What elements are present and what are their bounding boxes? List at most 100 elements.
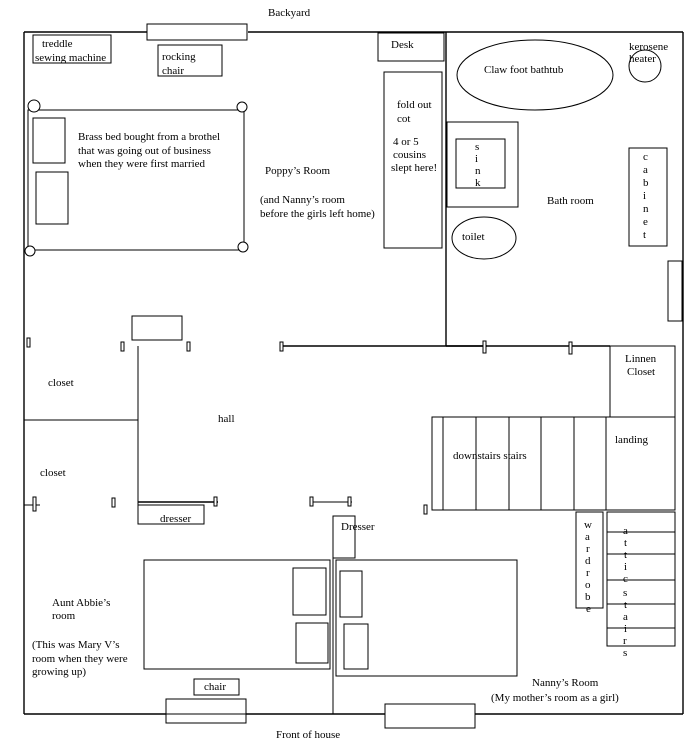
abbie-note-2: room when they were	[32, 653, 128, 665]
closet-label-lower: closet	[40, 467, 66, 479]
pillow	[35, 171, 69, 225]
window-top	[146, 23, 248, 41]
linen-closet	[609, 345, 676, 419]
interior-walls	[24, 32, 610, 715]
toilet	[451, 216, 517, 260]
cabinet-letter: b	[643, 177, 649, 189]
kerosene-heater	[628, 49, 662, 83]
sink-letter-s: s	[475, 141, 479, 153]
cot-label-2: cot	[397, 113, 410, 125]
sink-letter-k: k	[475, 177, 481, 189]
nanny-name: Nanny’s Room	[532, 677, 599, 689]
poppys-room-note-1: (and Nanny’s room	[260, 194, 345, 206]
cabinet-letter: a	[643, 164, 648, 176]
hall-label: hall	[218, 413, 235, 425]
cabinet-letter: n	[643, 203, 649, 215]
abbie-name-2: room	[52, 610, 76, 622]
heater-label-2: heater	[629, 53, 656, 65]
nanny-note: (My mother’s room as a girl)	[491, 692, 619, 704]
linen-closet-label-2: Closet	[627, 366, 655, 378]
toilet-label: toilet	[462, 231, 485, 243]
closet-label-upper: closet	[48, 377, 74, 389]
pillow	[292, 567, 327, 616]
wardrobe-letter: b	[585, 591, 591, 603]
door-markers	[26, 337, 573, 515]
treddle-label-2: sewing machine	[35, 52, 106, 64]
heater-label-1: kerosene	[629, 41, 668, 53]
treddle-sewing-machine	[32, 34, 112, 64]
attic-letter: i	[624, 623, 627, 635]
landing-label: landing	[615, 434, 648, 446]
pillow	[339, 570, 363, 618]
treddle-label-1: treddle	[42, 38, 73, 50]
attic-letter: t	[624, 549, 627, 561]
linen-closet-label-1: Linnen	[625, 353, 657, 365]
attic-letter: t	[624, 537, 627, 549]
poppys-room: treddle sewing machine rocking chair Bra…	[24, 32, 445, 341]
attic-stairs: a t t i c s t a i r s	[606, 511, 676, 659]
abbie-note-3: growing up)	[32, 666, 86, 678]
poppys-room-name: Poppy’s Room	[265, 165, 331, 177]
bathtub-label: Claw foot bathtub	[484, 64, 564, 76]
big-dresser-label: Dresser	[341, 521, 375, 533]
doorway-box	[131, 315, 183, 341]
small-dresser	[137, 504, 205, 525]
wardrobe-letter: w	[584, 519, 592, 531]
window-bottom-right	[384, 703, 476, 729]
attic-letter: i	[624, 561, 627, 573]
attic-letter: t	[624, 599, 627, 611]
sink	[455, 138, 506, 189]
big-dresser	[332, 515, 356, 559]
attic-letter: r	[623, 635, 627, 647]
wardrobe-letter: e	[586, 603, 591, 615]
bed-label-3: when they were first married	[78, 158, 206, 170]
attic-letter: c	[623, 573, 628, 585]
wardrobe-letter: r	[586, 543, 590, 555]
cot-label-1: fold out	[397, 99, 432, 111]
bed-post	[27, 99, 41, 113]
cabinet-letter: c	[643, 151, 648, 163]
poppys-room-note-2: before the girls left home)	[260, 208, 375, 220]
abbie-name-1: Aunt Abbie’s	[52, 597, 110, 609]
chair-label: chair	[204, 681, 226, 693]
cabinet-letter: t	[643, 229, 646, 241]
window-right	[667, 260, 683, 322]
rocking-chair-label-2: chair	[162, 65, 184, 77]
abbie-note-1: (This was Mary V’s	[32, 639, 119, 651]
bed-post	[24, 245, 36, 257]
bed-label-2: that was going out of business	[78, 145, 211, 157]
cabinet-letter: e	[643, 216, 648, 228]
cot-label-5: slept here!	[391, 162, 437, 174]
rocking-chair	[157, 44, 223, 77]
bed-post	[237, 241, 249, 253]
wardrobe	[575, 511, 604, 609]
claw-foot-bathtub	[456, 39, 614, 111]
sink-letter-i: i	[475, 153, 478, 165]
small-dresser-label: dresser	[160, 513, 191, 525]
pillow	[32, 117, 66, 164]
nannys-room: Nanny’s Room (My mother’s room as a girl…	[335, 559, 619, 704]
cabinet	[628, 147, 668, 247]
downstairs-stairs: downstairs stairs landing	[431, 416, 676, 511]
desk	[377, 32, 445, 62]
bed-post	[236, 101, 248, 113]
attic-letter: a	[623, 611, 628, 623]
wardrobe-letter: d	[585, 555, 591, 567]
fold-out-cot	[383, 71, 443, 249]
backyard-label: Backyard	[268, 7, 311, 19]
cot-label-4: cousins	[393, 149, 426, 161]
sink-letter-n: n	[475, 165, 481, 177]
attic-letter: a	[623, 525, 628, 537]
bathroom-name: Bath room	[547, 195, 594, 207]
downstairs-label: downstairs stairs	[453, 450, 527, 462]
desk-label: Desk	[391, 39, 414, 51]
bathroom: Claw foot bathtub kerosene heater s i n …	[446, 39, 668, 260]
aunt-abbies-room: Aunt Abbie’s room (This was Mary V’s roo…	[32, 559, 331, 696]
wardrobe-letter: r	[586, 567, 590, 579]
chair	[193, 678, 240, 696]
pillow	[295, 622, 329, 664]
rocking-chair-label-1: rocking	[162, 51, 196, 63]
pillow	[343, 623, 369, 670]
attic-letter: s	[623, 647, 627, 659]
